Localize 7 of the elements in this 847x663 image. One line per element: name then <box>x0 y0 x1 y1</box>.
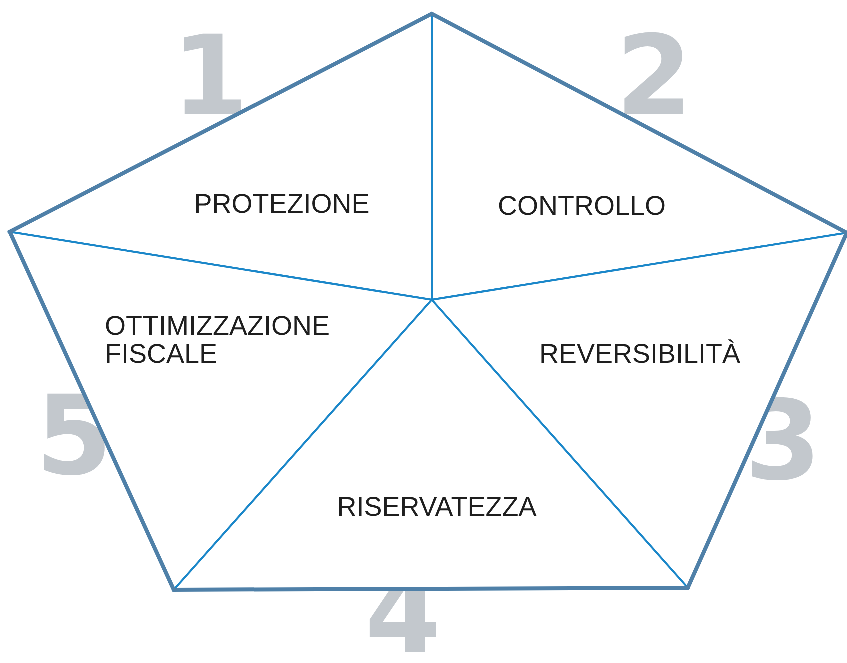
segment-label: RISERVATEZZA <box>336 493 538 522</box>
segment-number: 1 <box>172 30 249 124</box>
segment-number: 2 <box>616 30 693 124</box>
segment-label: CONTROLLO <box>496 192 668 220</box>
segment-label: REVERSIBILITÀ <box>538 340 742 368</box>
segment-label: OTTIMIZZAZIONE FISCALE <box>105 312 331 369</box>
segment-label: PROTEZIONE <box>193 190 371 218</box>
